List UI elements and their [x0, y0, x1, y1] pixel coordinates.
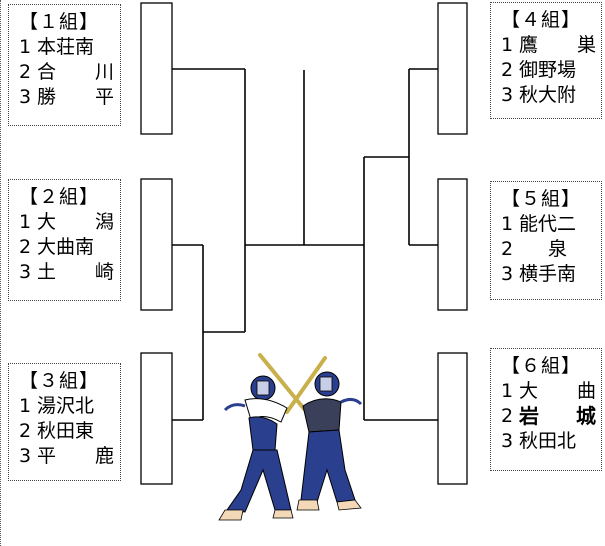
bracket-slot-5: [437, 178, 468, 311]
fencer-right: [296, 371, 363, 511]
seed-number: 2: [501, 59, 514, 81]
seed-number: 1: [19, 395, 32, 417]
bracket-slot-6: [437, 352, 468, 485]
seed-number: 3: [19, 445, 32, 467]
team-name: 平鹿: [37, 445, 114, 467]
team-name: 大曲: [519, 380, 596, 402]
group-title: 【５組】: [501, 188, 582, 210]
seed-number: 3: [501, 84, 514, 106]
seed-number: 1: [501, 34, 514, 56]
kendo-fencers-illustration: [218, 353, 363, 521]
seed-number: 3: [19, 261, 32, 283]
team-name: 大潟: [37, 211, 114, 233]
bracket-slot-3: [140, 352, 173, 485]
seed-number: 2: [501, 405, 514, 427]
seed-number: 1: [19, 211, 32, 233]
group-title: 【４組】: [501, 9, 582, 31]
team-name: 鷹巣: [519, 34, 596, 56]
team-name-bold: 岩城: [519, 404, 596, 428]
team-name: 湯沢北: [37, 395, 95, 417]
team-name: 横手南: [519, 263, 577, 285]
seed-number: 2: [19, 61, 32, 83]
fencer-left: [218, 375, 294, 521]
group-title: 【３組】: [19, 370, 100, 392]
team-name: 能代二: [519, 213, 577, 235]
seed-number: 2: [19, 420, 32, 442]
seed-number: 3: [19, 86, 32, 108]
seed-number: 1: [501, 380, 514, 402]
group-title: 【２組】: [19, 186, 100, 208]
team-name: 秋大附: [519, 84, 577, 106]
team-name: 秋田北: [519, 430, 577, 452]
seed-number: 2: [501, 238, 514, 260]
seed-number: 2: [19, 236, 32, 258]
team-name: 本荘南: [37, 36, 95, 58]
bracket-slot-4: [437, 2, 468, 135]
shinai-right: [285, 356, 327, 414]
team-name: 合川: [37, 61, 114, 83]
team-name: 勝平: [37, 86, 114, 108]
team-name: 泉: [547, 238, 567, 260]
team-name: 土崎: [37, 261, 114, 283]
page-edge-dotted: [0, 0, 1, 546]
team-name: 秋田東: [37, 420, 95, 442]
group-title: 【１組】: [19, 11, 100, 33]
bracket-slot-2: [140, 178, 173, 311]
team-name: 大曲南: [37, 236, 95, 258]
group-title: 【６組】: [501, 355, 582, 377]
seed-number: 3: [501, 430, 514, 452]
seed-number: 1: [19, 36, 32, 58]
bracket-slot-1: [140, 2, 173, 135]
seed-number: 3: [501, 263, 514, 285]
shinai-left: [258, 353, 307, 412]
team-name: 御野場: [519, 59, 577, 81]
seed-number: 1: [501, 213, 514, 235]
